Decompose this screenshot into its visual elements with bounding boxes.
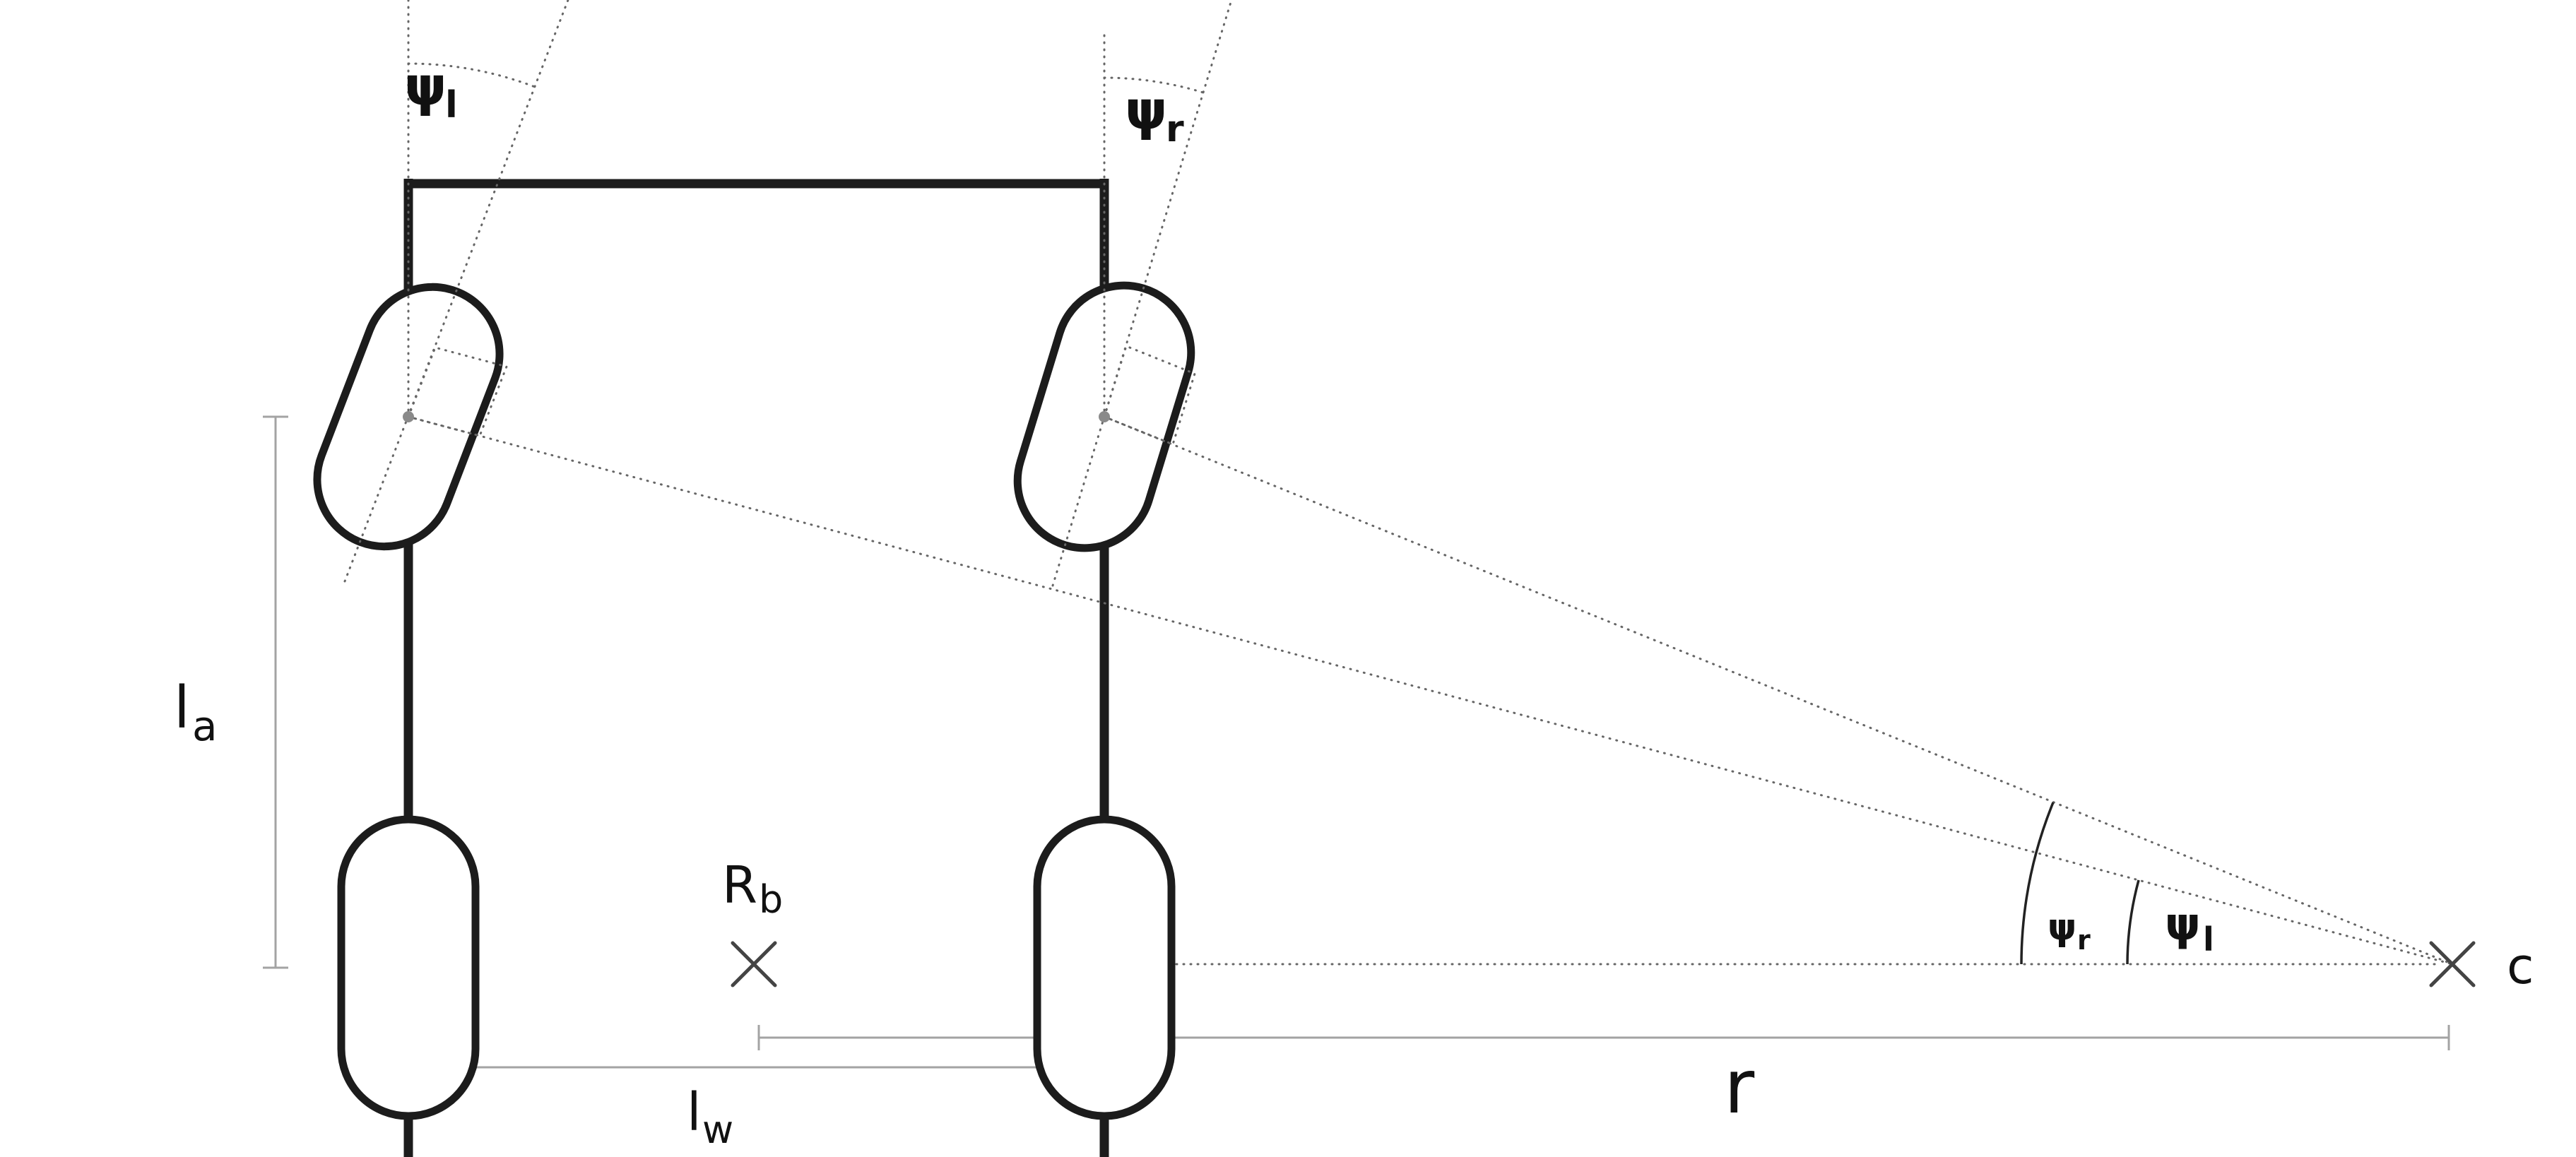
psi-right-symbol: ψ — [1125, 78, 1167, 141]
label-turning-radius: r — [1724, 1044, 1755, 1130]
label-front-right-steer-angle: ψ r — [1125, 78, 1184, 150]
front-left-steering-axis — [343, 0, 569, 583]
rear-axle-midpoint-subscript: b — [759, 877, 783, 922]
rotation-center-marker — [2429, 941, 2476, 987]
front-right-radius-line — [1103, 415, 2454, 966]
track-width-dimension — [407, 1055, 1106, 1080]
rotation-center-symbol: c — [2507, 937, 2534, 995]
turning-radius-symbol: r — [1724, 1044, 1755, 1130]
center-psi-left-symbol: ψ — [2165, 898, 2201, 951]
label-front-left-steer-angle: ψ l — [404, 54, 458, 126]
front-right-right-angle-square — [1103, 345, 1196, 446]
rear-right-wheel — [1033, 815, 1176, 1120]
rear-axle-midpoint-symbol: R — [722, 855, 757, 915]
psi-left-subscript: l — [445, 84, 458, 126]
rear-left-wheel — [337, 815, 480, 1120]
rear-axle-midpoint-marker — [731, 941, 777, 987]
track-width-subscript: w — [702, 1108, 733, 1152]
center-angle-left-arc — [2126, 879, 2140, 965]
psi-left-symbol: ψ — [404, 54, 447, 117]
axle-distance-subscript: a — [192, 702, 218, 750]
x-marker-stroke — [731, 941, 777, 987]
axle-distance-symbol: l — [174, 675, 190, 742]
center-psi-right-subscript: r — [2077, 925, 2091, 956]
front-left-right-angle-square — [406, 346, 509, 437]
center-psi-left-subscript: l — [2203, 920, 2214, 959]
dimension-lines — [263, 415, 2450, 1080]
label-rotation-center: c — [2507, 937, 2534, 995]
track-width-symbol: l — [687, 1082, 702, 1143]
front-right-angle-arc — [1103, 76, 1205, 94]
label-axle-distance: l a — [174, 675, 218, 750]
label-center-angle-left: ψ l — [2165, 898, 2214, 959]
psi-right-subscript: r — [1166, 108, 1184, 150]
label-center-angle-right: ψ r — [2048, 906, 2091, 956]
front-right-kingpin-dot — [1099, 411, 1110, 422]
construction-lines — [343, 0, 2454, 966]
axle-distance-dimension — [263, 415, 288, 969]
front-right-steering-axis — [1051, 0, 1233, 587]
label-rear-axle-midpoint: R b — [722, 855, 783, 922]
center-psi-right-symbol: ψ — [2048, 906, 2076, 949]
front-left-kingpin-dot — [403, 411, 414, 422]
turning-radius-dimension — [757, 1025, 2450, 1050]
center-angle-right-arc — [2020, 802, 2055, 965]
x-marker-stroke — [2429, 941, 2476, 987]
label-track-width: l w — [687, 1082, 733, 1152]
front-left-radius-line — [407, 415, 2454, 966]
center-angle-arcs — [2020, 802, 2140, 965]
wheels — [313, 281, 1195, 1120]
vehicle-chassis — [403, 179, 1109, 1157]
front-left-angle-arc — [407, 62, 536, 88]
